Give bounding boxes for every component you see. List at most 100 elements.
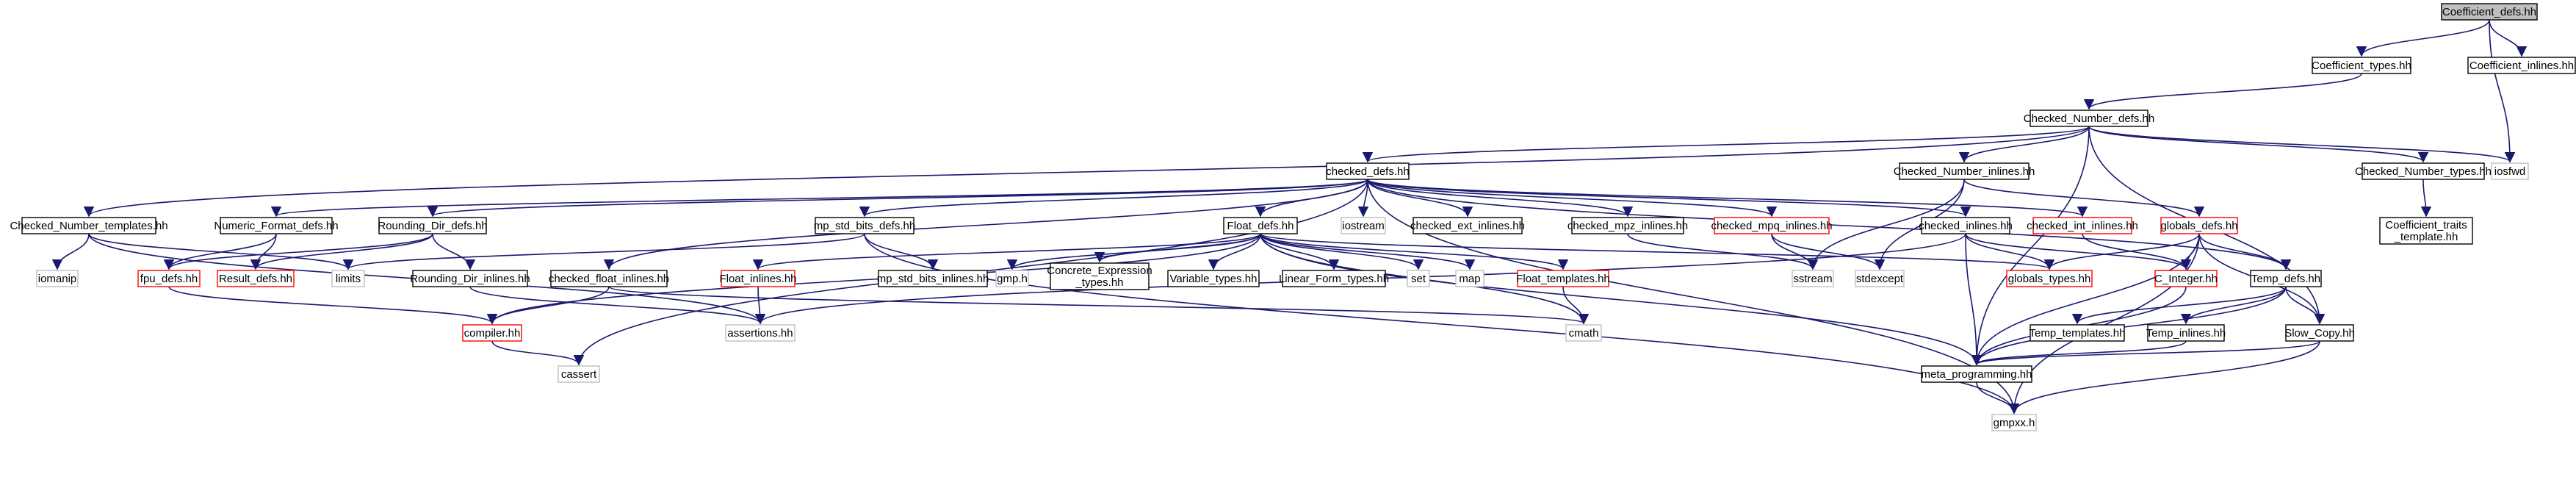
edge-float_defs-to-globals_types (1260, 233, 2054, 270)
node-checked-number-templates[interactable]: Checked_Number_templates.hh (10, 217, 168, 234)
node-temp-inlines[interactable]: Temp_inlines.hh (2146, 324, 2226, 342)
node-box (2379, 217, 2473, 245)
edge-checked_number_defs-to-meta_programming (1971, 126, 2090, 366)
node-box (1714, 217, 1830, 234)
edge-mp_std_bits_defs-to-mp_std_bits_inlines (864, 233, 939, 270)
node-iostream: iostream (1341, 217, 1386, 234)
edge-checked_number_defs-to-checked_number_templates (84, 126, 2090, 218)
node-checked-float-inlines[interactable]: checked_float_inlines.hh (549, 270, 669, 287)
node-box (815, 217, 914, 234)
edge-checked_number_templates-to-limits (88, 233, 354, 270)
node-box (558, 365, 600, 383)
edge-checked_number_inlines-to-sstream (1807, 179, 1965, 270)
node-c-integer[interactable]: C_Integer.hh (2154, 270, 2218, 287)
node-box (2147, 324, 2225, 342)
edge-float_defs-to-meta_programming (1260, 233, 1982, 366)
node-gmpxx-h: gmpxx.h (1991, 414, 2037, 431)
node-globals-types[interactable]: globals_types.hh (2006, 270, 2093, 287)
node-label: cassert (561, 368, 597, 381)
node-checked-defs[interactable]: checked_defs.hh (1326, 162, 1410, 180)
node-label: checked_ext_inlines.hh (1410, 220, 1525, 232)
node-globals-defs[interactable]: globals_defs.hh (2160, 217, 2238, 234)
node-meta-programming[interactable]: meta_programming.hh (1921, 365, 2032, 383)
node-checked-inlines[interactable]: checked_inlines.hh (1919, 217, 2013, 234)
edge-checked_defs-to-gmpxx_h (1367, 179, 2020, 415)
edge-checked_defs-to-checked_ext_inlines (1367, 179, 1473, 218)
edge-checked_defs-to-checked_mpq_inlines (1367, 179, 1777, 218)
edge-checked_defs-to-mp_std_bits_defs (859, 179, 1368, 218)
node-box (462, 324, 522, 342)
node-rounding-dir-inlines[interactable]: Rounding_Dir_inlines.hh (410, 270, 530, 287)
node-assertions: assertions.hh (725, 324, 795, 342)
node-checked-number-types[interactable]: Checked_Number_types.hh (2355, 162, 2492, 180)
edge-checked_mpq_inlines-to-sstream (1771, 233, 1819, 270)
edge-checked_number_defs-to-iosfwd (2088, 126, 2515, 163)
edge-checked_number_defs-to-checked_number_inlines (1958, 126, 2090, 163)
node-concrete-expression-types[interactable]: Concrete_Expression_types.hh (1047, 262, 1152, 290)
node-slow-copy[interactable]: Slow_Copy.hh (2284, 324, 2355, 342)
node-mp-std-bits-inlines[interactable]: mp_std_bits_inlines.hh (877, 270, 989, 287)
node-label: fpu_defs.hh (140, 273, 198, 285)
node-box (1855, 270, 1905, 287)
edge-checked_inlines-to-c_integer (1965, 233, 2192, 270)
node-box (21, 217, 156, 234)
node-label: Coefficient_inlines.hh (2469, 60, 2574, 72)
node-float-defs[interactable]: Float_defs.hh (1223, 217, 1298, 234)
node-box (2250, 270, 2322, 287)
edge-temp_defs-to-temp_templates (2071, 286, 2287, 325)
node-label: Slow_Copy.hh (2284, 327, 2355, 340)
edge-float_defs-to-float_inlines (753, 233, 1261, 270)
node-temp-defs[interactable]: Temp_defs.hh (2250, 270, 2322, 287)
node-coefficient-traits-template[interactable]: Coefficient_traits_template.hh (2379, 217, 2473, 245)
edge-float_defs-to-set (1260, 233, 1424, 270)
node-label: Temp_templates.hh (2030, 327, 2126, 340)
node-box (1413, 217, 1523, 234)
edge-checked_number_defs-to-checked_defs (1363, 126, 2090, 163)
node-box (721, 270, 795, 287)
node-fpu-defs[interactable]: fpu_defs.hh (137, 270, 201, 287)
node-variable-types[interactable]: Variable_types.hh (1167, 270, 1260, 287)
edge-globals_defs-to-meta_programming (1971, 233, 2200, 366)
node-temp-templates[interactable]: Temp_templates.hh (2030, 324, 2126, 342)
node-result-defs[interactable]: Result_defs.hh (217, 270, 295, 287)
node-label: iostream (1342, 220, 1385, 232)
node-box (1326, 162, 1410, 180)
node-label: Checked_Number_defs.hh (2024, 112, 2154, 125)
node-label: Checked_Number_inlines.hh (1894, 165, 2035, 178)
edge-rounding_dir_defs-to-result_defs (250, 233, 433, 270)
node-label: Float_templates.hh (1516, 273, 1610, 285)
node-numeric-format-defs[interactable]: Numeric_Format_defs.hh (214, 217, 339, 234)
node-label: globals_defs.hh (2160, 220, 2237, 232)
node-checked-mpq-inlines[interactable]: checked_mpq_inlines.hh (1711, 217, 1833, 234)
node-rounding-dir-defs[interactable]: Rounding_Dir_defs.hh (378, 217, 488, 234)
node-box (1517, 270, 1609, 287)
node-label: sstream (1793, 273, 1832, 285)
node-mp-std-bits-defs[interactable]: mp_std_bits_defs.hh (814, 217, 915, 234)
node-checked-ext-inlines[interactable]: checked_ext_inlines.hh (1410, 217, 1525, 234)
node-label: assertions.hh (727, 327, 793, 340)
edge-checked_number_types-to-coefficient_traits_template (2420, 179, 2432, 218)
node-float-templates[interactable]: Float_templates.hh (1516, 270, 1610, 287)
node-box (1167, 270, 1260, 287)
node-compiler[interactable]: compiler.hh (462, 324, 522, 342)
edge-checked_float_inlines-to-cmath (608, 286, 1589, 325)
node-checked-number-defs[interactable]: Checked_Number_defs.hh (2024, 110, 2154, 127)
node-label: Checked_Number_types.hh (2355, 165, 2492, 178)
node-box (550, 270, 668, 287)
node-label: _template.hh (2394, 231, 2458, 243)
node-label: globals_types.hh (2008, 273, 2091, 285)
node-sstream: sstream (1792, 270, 1834, 287)
node-box (1921, 365, 2032, 383)
node-checked-int-inlines[interactable]: checked_int_inlines.hh (2027, 217, 2138, 234)
node-coefficient-defs[interactable]: Coefficient_defs.hh (2441, 3, 2538, 21)
node-checked-mpz-inlines[interactable]: checked_mpz_inlines.hh (1567, 217, 1688, 234)
dependency-edges (51, 19, 2528, 415)
node-checked-number-inlines[interactable]: Checked_Number_inlines.hh (1894, 162, 2035, 180)
edge-temp_defs-to-slow_copy (2285, 286, 2326, 325)
node-coefficient-types[interactable]: Coefficient_types.hh (2312, 57, 2411, 74)
edge-fpu_defs-to-compiler (168, 286, 497, 325)
node-coefficient-inlines[interactable]: Coefficient_inlines.hh (2467, 57, 2576, 74)
node-linear-form-types[interactable]: Linear_Form_types.hh (1279, 270, 1389, 287)
node-box (2491, 162, 2529, 180)
node-float-inlines[interactable]: Float_inlines.hh (719, 270, 797, 287)
